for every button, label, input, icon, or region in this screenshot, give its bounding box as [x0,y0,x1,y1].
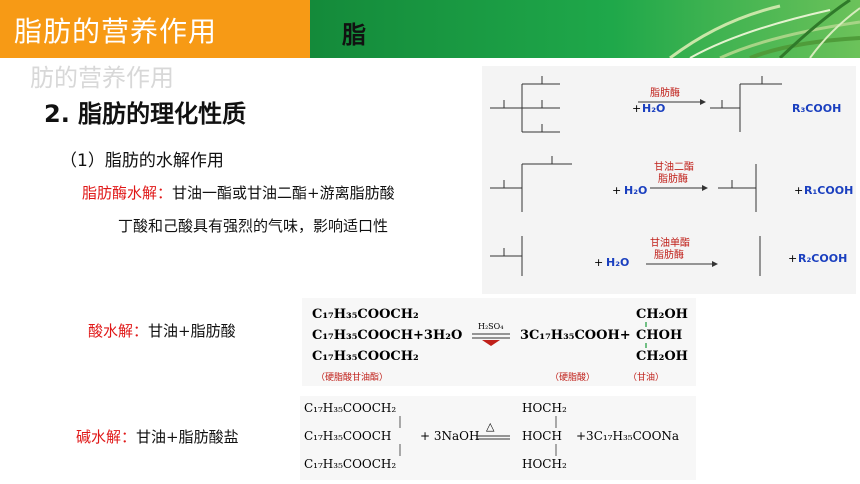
acid-reactant-line-3: C₁₇H₃₅COOCH₂ [312,349,419,364]
page-title: 脂肪的营养作用 [14,15,218,48]
acid-glycerol-line-1: CH₂OH [636,307,688,322]
alkali-reaction-svg: C₁₇H₃₅COOCH₂ C₁₇H₃₅COOCH C₁₇H₃₅COOCH₂ + … [304,401,679,471]
arrowhead-1 [700,99,706,105]
enzyme-label-3b: 脂肪酶 [654,248,684,261]
enzyme-label-1: 脂肪酶 [650,86,680,99]
arrowhead-3 [712,261,718,267]
acid-hydrolysis-line: 酸水解：甘油+脂肪酸 [88,320,236,341]
alkali-label: 碱水解： [76,428,137,446]
acid-catalyst: H₂SO₄ [478,322,503,331]
product-r1cooh: R₁COOH [804,184,853,197]
acid-glycerol-line-3: CH₂OH [636,349,688,364]
header-bar: 脂肪的营养作用 脂 [0,0,860,58]
enzymatic-hydrolysis-line: 脂肪酶水解：甘油一酯或甘油二酯+游离脂肪酸 [82,182,395,203]
page-title-fragment: 脂 [342,21,366,49]
acid-reactant-line-1: C₁₇H₃₅COOCH₂ [312,307,419,322]
acid-reaction-svg: C₁₇H₃₅COOCH₂ C₁₇H₃₅COOCH+3H₂O C₁₇H₃₅COOC… [312,307,688,383]
acid-arrow-mark-icon [482,340,500,346]
ghost-title-text: 肪的营养作用 [30,64,174,92]
section-heading: 2. 脂肪的理化性质 [44,100,247,128]
header-orange-block [0,0,310,58]
enzymatic-text: 甘油一酯或甘油二酯+游离脂肪酸 [172,184,395,202]
alkali-reaction-box: C₁₇H₃₅COOCH₂ C₁₇H₃₅COOCH C₁₇H₃₅COOCH₂ + … [300,396,696,480]
enzymatic-note: 丁酸和己酸具有强烈的气味，影响适口性 [118,217,389,235]
acid-glycerol-line-2: CHOH [636,328,682,343]
heat-symbol-icon: △ [486,420,495,433]
enzymatic-label: 脂肪酶水解： [82,184,173,202]
acid-product-fatty-acid: 3C₁₇H₃₅COOH+ [520,328,631,343]
acid-reaction-box: C₁₇H₃₅COOCH₂ C₁₇H₃₅COOCH+3H₂O C₁₇H₃₅COOC… [302,298,696,386]
plus-sign-4: + [594,256,603,269]
enzyme-label-3a: 甘油单酯 [650,236,690,249]
alkali-hydrolysis-line: 碱水解：甘油+脂肪酸盐 [76,426,239,447]
acid-caption-3: （甘油） [628,371,664,383]
plus-sign-3: + [794,184,803,197]
product-r3cooh: R₃COOH [792,102,841,115]
plus-sign-2: + [612,184,621,197]
enzyme-label-2a: 甘油二酯 [654,160,694,173]
alkali-text: 甘油+脂肪酸盐 [136,428,239,446]
section-subheading: （1）脂肪的水解作用 [60,151,224,171]
water-reagent-3: H₂O [606,256,629,269]
alkali-naoh: + 3NaOH [420,429,479,443]
plus-sign-5: + [788,252,797,265]
acid-reactant-line-2: C₁₇H₃₅COOCH+3H₂O [312,328,462,343]
arrowhead-2 [702,185,708,191]
alkali-glycerol-line-2: HOCH [522,429,562,443]
alkali-glycerol-line-3: HOCH₂ [522,457,567,471]
alkali-glycerol-line-1: HOCH₂ [522,401,567,415]
enzymatic-reaction-svg: H₂O + 脂肪酶 R₃COOH + H₂O 甘油二酯 脂肪酶 + R₁COOH… [490,76,853,276]
water-reagent-2: H₂O [624,184,647,197]
acid-text: 甘油+脂肪酸 [148,322,236,340]
acid-label: 酸水解： [88,322,149,340]
plus-sign: + [632,102,641,115]
acid-caption-1: （硬脂酸甘油酯） [316,371,388,383]
grass-decoration-icon [669,0,860,58]
enzyme-label-2b: 脂肪酶 [658,172,688,185]
product-r2cooh: R₂COOH [798,252,847,265]
alkali-reactant-line-1: C₁₇H₃₅COOCH₂ [304,401,396,415]
alkali-reactant-line-2: C₁₇H₃₅COOCH [304,429,391,443]
acid-caption-2: （硬脂酸） [550,371,595,383]
water-reagent-1: H₂O [642,102,665,115]
alkali-soap-product: +3C₁₇H₃₅COONa [576,429,679,443]
enzymatic-reaction-diagram: H₂O + 脂肪酶 R₃COOH + H₂O 甘油二酯 脂肪酶 + R₁COOH… [482,66,856,294]
alkali-reactant-line-3: C₁₇H₃₅COOCH₂ [304,457,396,471]
